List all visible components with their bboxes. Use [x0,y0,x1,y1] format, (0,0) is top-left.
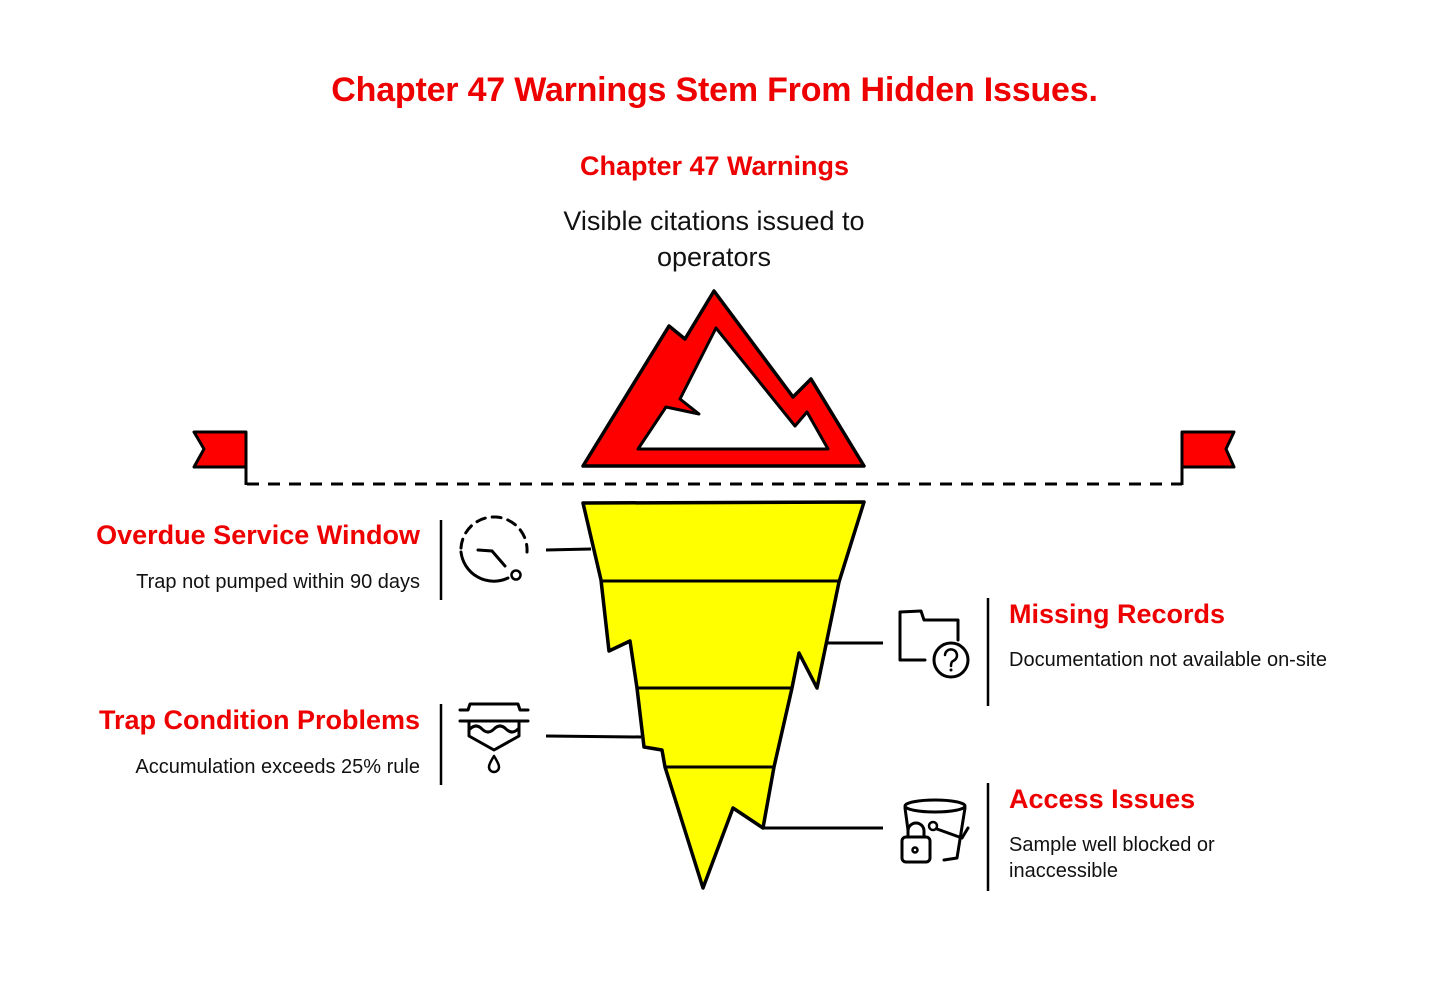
issue-description: Documentation not available on-site [1009,649,1327,671]
left-flag-icon [192,430,248,485]
page-title: Chapter 47 Warnings Stem From Hidden Iss… [331,71,1098,109]
issue-description: Trap not pumped within 90 days [136,571,420,593]
bucket-lock-icon [900,798,970,864]
iceberg-tip-icon [581,289,866,468]
divider-lines [439,520,990,891]
issue-access-issues: Access Issues Sample well blocked or ina… [1009,784,1269,884]
iceberg-underwater [581,500,866,890]
issue-heading: Trap Condition Problems [98,705,420,735]
visible-heading: Chapter 47 Warnings [579,151,850,181]
issue-description: Accumulation exceeds 25% rule [135,756,420,778]
visible-description: Visible citations issued to operators [563,206,865,272]
issue-heading: Overdue Service Window [96,520,420,550]
issue-missing-records: Missing Records Documentation not availa… [1009,599,1339,673]
right-flag-icon [1180,430,1236,485]
clock-icon [459,515,529,583]
issue-description: Sample well blocked or inaccessible [1009,834,1215,882]
connector-lines [545,547,883,830]
grease-trap-icon [458,702,530,774]
issue-heading: Access Issues [1009,784,1196,814]
folder-question-icon [898,609,970,679]
issue-heading: Missing Records [1009,599,1226,629]
issue-trap-condition: Trap Condition Problems Accumulation exc… [60,705,420,780]
issue-overdue-service: Overdue Service Window Trap not pumped w… [60,520,420,595]
